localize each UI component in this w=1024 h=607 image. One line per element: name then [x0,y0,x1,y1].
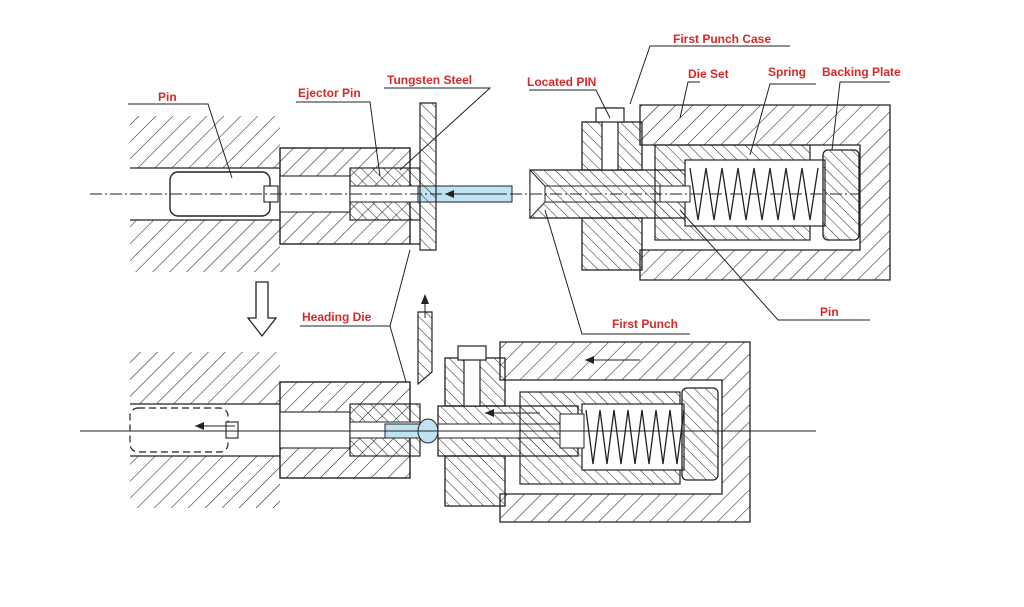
top-left-frame-upper [130,116,280,168]
label-first-punch: First Punch [612,317,678,331]
leader-lines [128,45,890,383]
label-ejector-pin: Ejector Pin [298,86,361,100]
label-first-punch-case: First Punch Case [673,32,771,46]
top-left-frame-lower [130,220,280,272]
down-arrow-icon [246,281,278,338]
label-pin-right: Pin [820,305,839,319]
bottom-assembly [80,311,816,523]
spring-coils-bottom [585,409,685,465]
spring-coils-top [689,167,819,221]
backing-plate-bottom [681,387,719,481]
label-heading-die: Heading Die [302,310,372,324]
label-pin-top: Pin [158,90,177,104]
up-arrow-icon [421,294,429,318]
backing-plate-top [822,149,860,241]
label-located-pin: Located PIN [527,75,596,89]
located-pin-bottom [463,357,481,407]
label-backing-plate: Backing Plate [822,65,901,79]
bottom-left-frame-lower [130,456,280,508]
shear-plate-top [419,102,437,251]
pin-cylinder-bottom [129,407,229,453]
shear-plate-bottom [417,311,433,386]
die-set-bottom [499,341,751,523]
bottom-left-frame-upper [130,352,280,404]
label-spring: Spring [768,65,806,79]
label-die-set: Die Set [688,67,729,81]
top-assembly [90,102,891,281]
label-tungsten-steel: Tungsten Steel [387,73,472,87]
